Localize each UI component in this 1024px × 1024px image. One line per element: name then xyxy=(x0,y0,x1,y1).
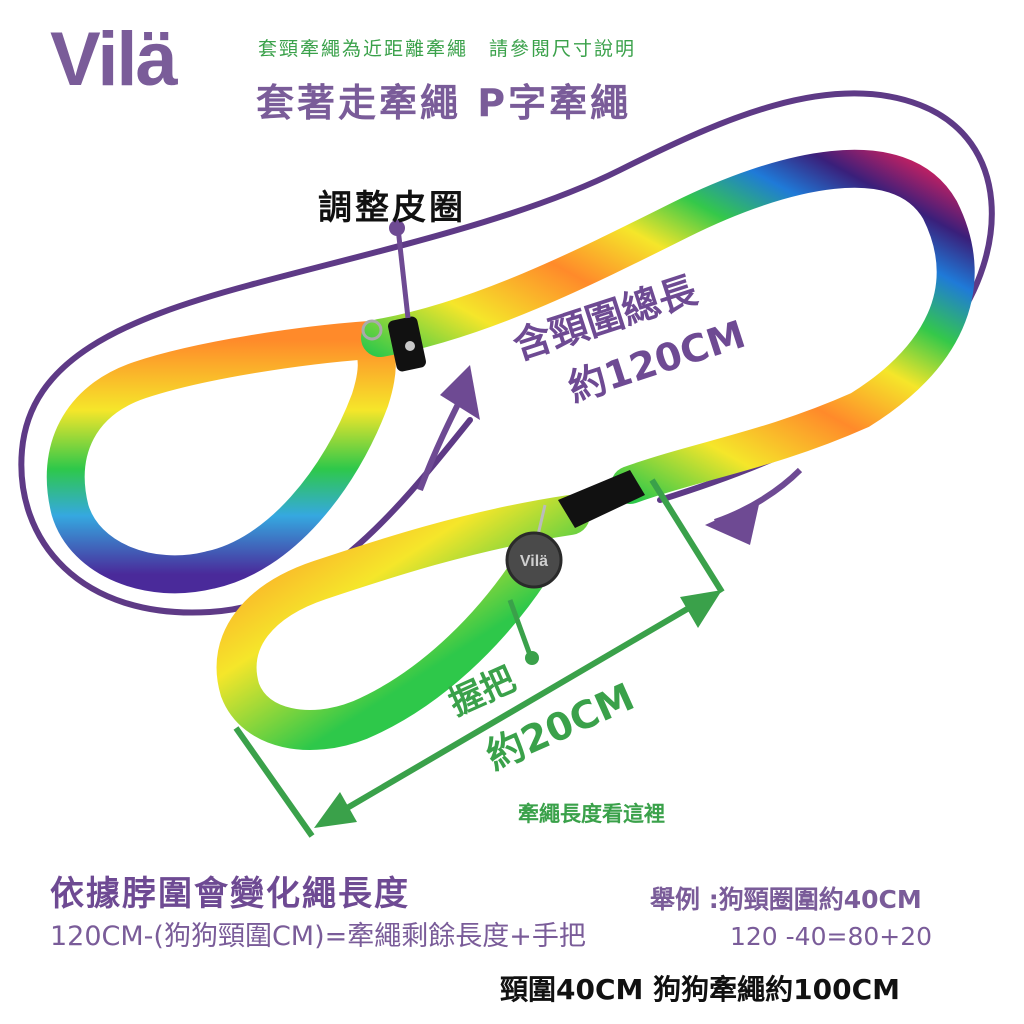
header-subtitle: 套頸牽繩為近距離牽繩 請參閱尺寸說明 xyxy=(258,38,637,60)
adjust-ring-label: 調整皮圈 xyxy=(318,188,466,228)
brand-logo: Vilä xyxy=(50,17,178,102)
brand-tag-text: Vilä xyxy=(520,553,548,570)
grip-pointer-dot xyxy=(525,651,539,665)
page-title: 套著走牽繩 P字牽繩 xyxy=(256,81,632,125)
grip-arrow-left xyxy=(314,792,357,828)
arrow-down-head xyxy=(705,500,760,545)
grip-measure-line xyxy=(328,595,708,821)
neck-note-heading: 依據脖圍會變化繩長度 xyxy=(50,874,410,914)
neck-loop-rope xyxy=(46,321,396,594)
example-conclusion: 頸圍40CM 狗狗牽繩約100CM xyxy=(500,973,900,1006)
adjust-pointer-line xyxy=(395,227,411,319)
grip-arrow-right xyxy=(680,590,722,628)
brand-tag xyxy=(505,531,563,589)
neck-note-formula: 120CM-(狗狗頸圍CM)=牽繩剩餘長度+手把 xyxy=(50,921,586,952)
handle-crimp xyxy=(558,470,645,528)
example-heading: 舉例 :狗頸圈圍約40CM xyxy=(650,885,922,914)
grip-tick-left xyxy=(233,726,315,838)
arrow-up-head xyxy=(440,365,480,420)
adjust-pointer-dot xyxy=(389,220,405,236)
adjust-ring-rivet xyxy=(405,341,415,351)
handle-loop-rope xyxy=(216,495,590,750)
grip-tick-right xyxy=(649,478,725,594)
example-formula: 120 -40=80+20 xyxy=(730,922,933,951)
grip-pointer-line xyxy=(507,599,533,656)
tag-ring xyxy=(536,504,547,536)
look-here-note: 牽繩長度看這裡 xyxy=(518,802,665,826)
main-rope xyxy=(361,149,975,504)
d-ring xyxy=(361,319,383,341)
